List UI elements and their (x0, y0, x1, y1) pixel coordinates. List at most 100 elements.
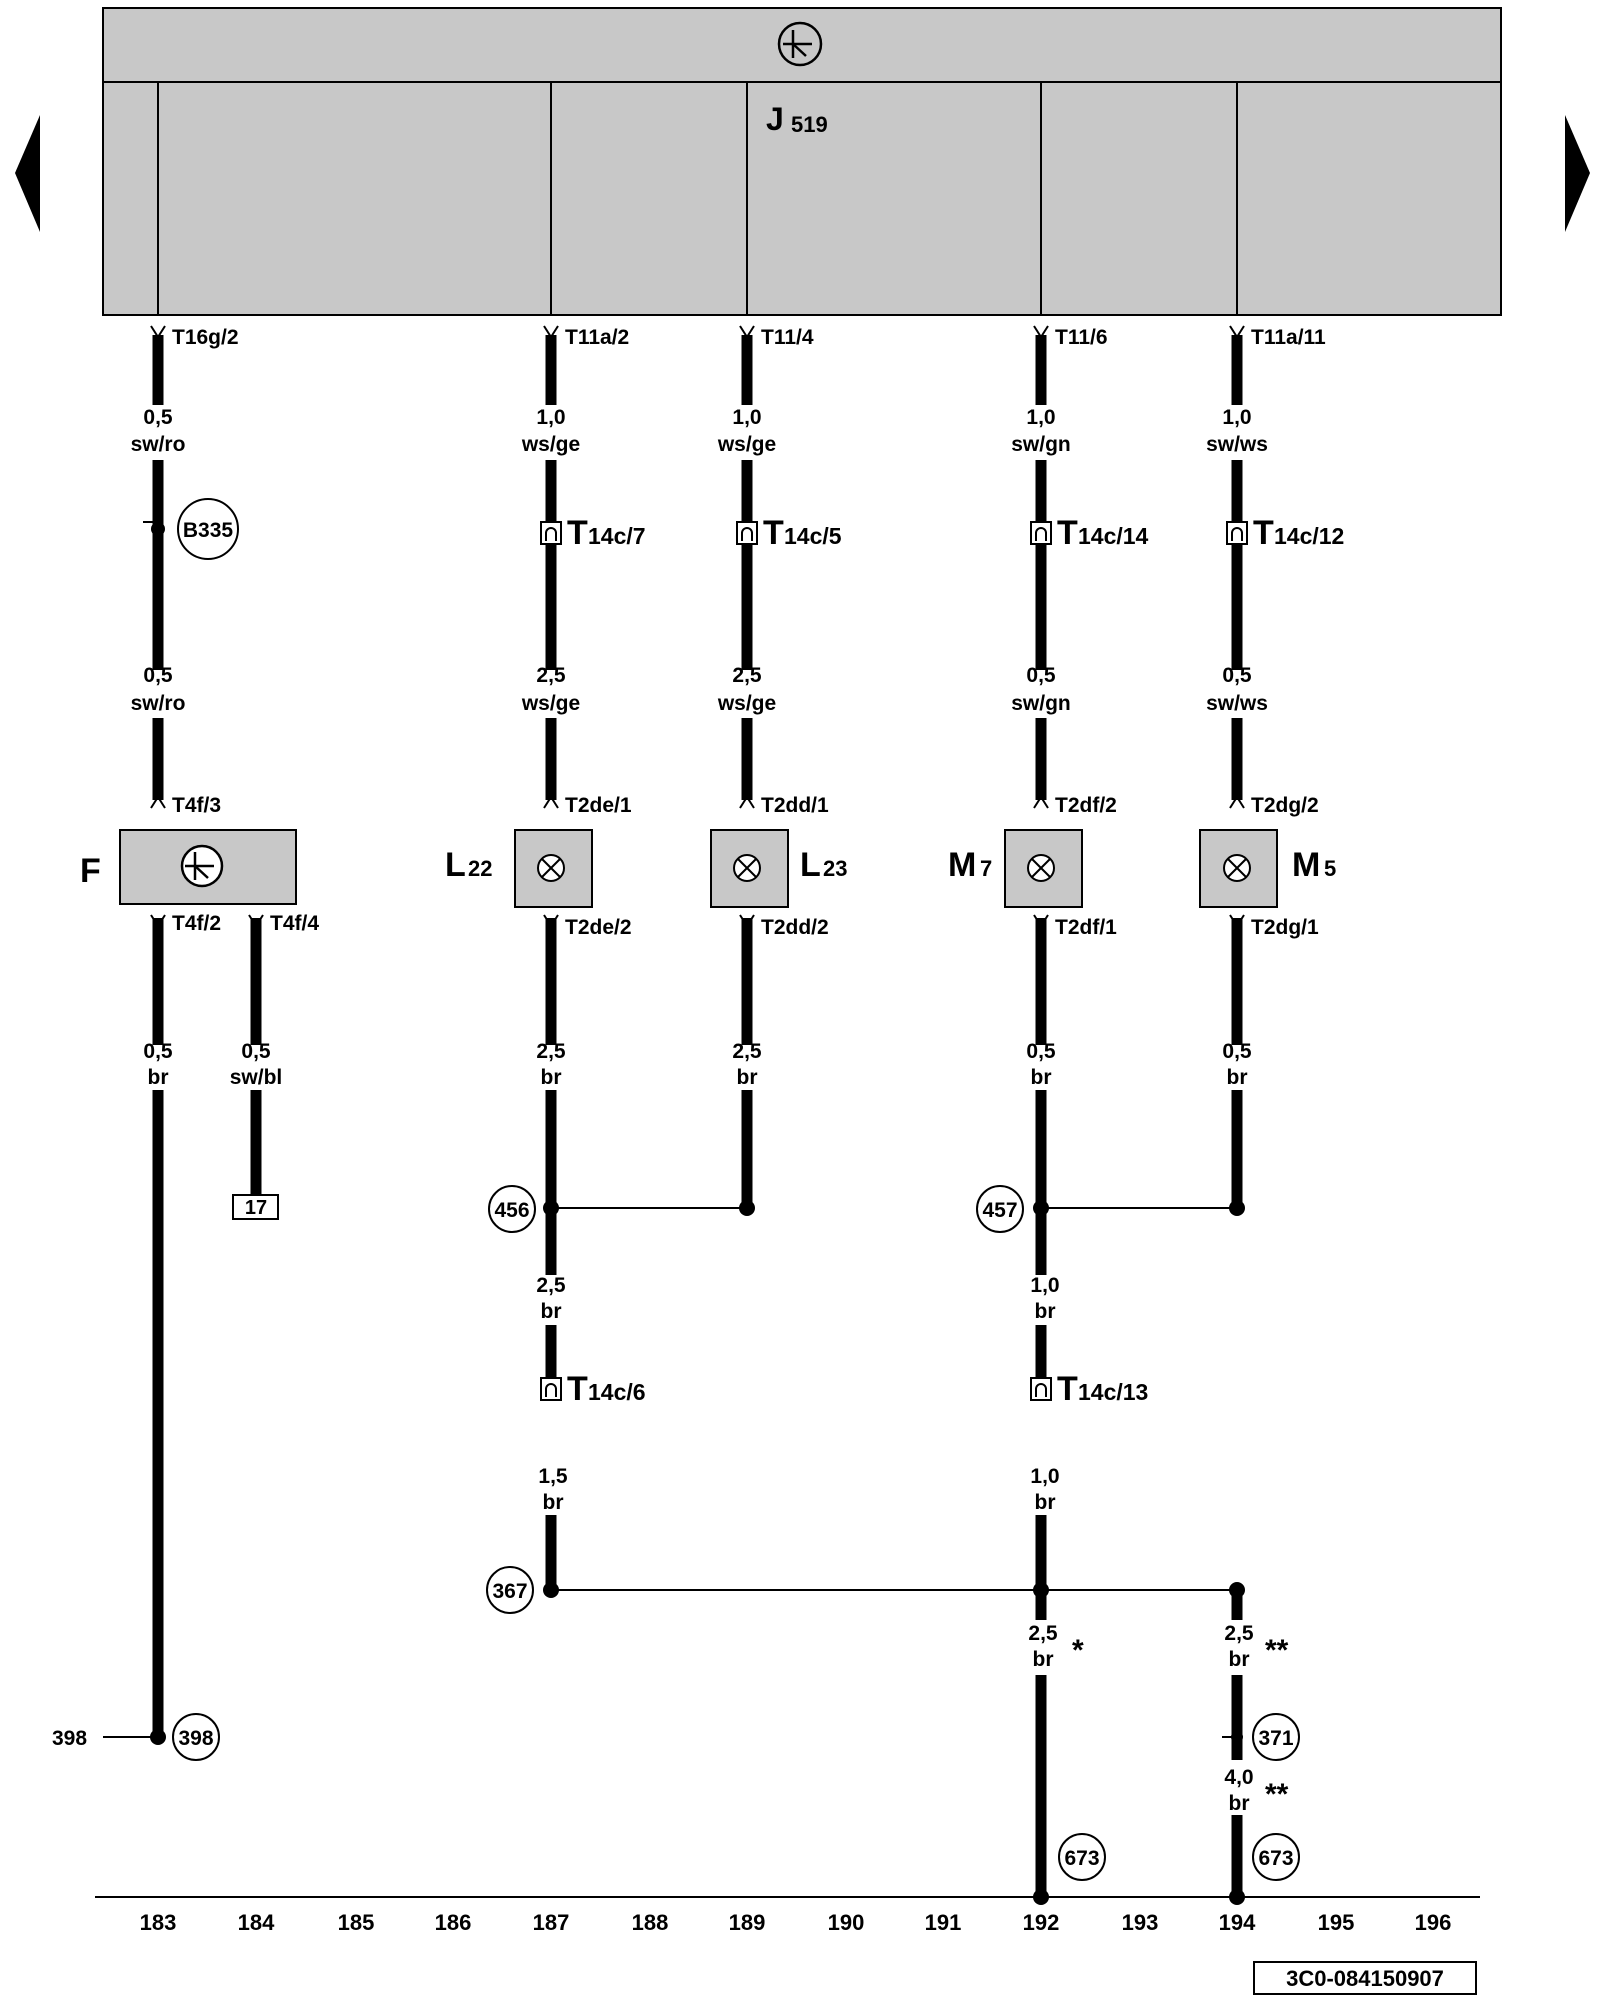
svg-text:17: 17 (245, 1197, 267, 1219)
component-sub: 5 (1324, 856, 1336, 881)
wire-size: 2,5 (732, 1040, 762, 1063)
wire-color: br (1035, 1300, 1056, 1323)
pin-label: T2df/1 (1055, 916, 1117, 939)
wire-size: 0,5 (1222, 1040, 1252, 1063)
wire-color: sw/gn (1011, 692, 1071, 715)
track-number: 195 (1318, 1910, 1355, 1935)
wire-color: br (543, 1491, 564, 1514)
svg-text:B335: B335 (183, 519, 234, 542)
track-number: 191 (925, 1910, 962, 1935)
reference-line-label: 398 (52, 1727, 87, 1750)
wire-size: 2,5 (536, 1274, 566, 1297)
pin-label: T4f/4 (270, 912, 319, 935)
svg-text:398: 398 (178, 1727, 213, 1750)
pin-label: T11a/11 (1251, 326, 1326, 349)
wire-color: ws/ge (521, 433, 580, 456)
plug-label-number: 14c/5 (784, 523, 842, 549)
pin-label: T2de/1 (565, 794, 632, 817)
wire-color: ws/ge (717, 433, 776, 456)
wire-size: 2,5 (732, 664, 762, 687)
wire-color: ws/ge (521, 692, 580, 715)
track-number: 188 (632, 1910, 669, 1935)
track-number: 185 (338, 1910, 375, 1935)
plug-label-t: T (1253, 514, 1274, 552)
track-number: 183 (140, 1910, 177, 1935)
node-456: 456 (488, 1185, 536, 1233)
document-code-box: 3C0-084150907 (1253, 1961, 1477, 1995)
control-unit-label: J (766, 101, 784, 137)
plug-label-number: 14c/12 (1274, 523, 1344, 549)
wire-color: br (148, 1066, 169, 1089)
wire-color: br (1031, 1066, 1052, 1089)
wire-size: 2,5 (536, 1040, 566, 1063)
svg-text:673: 673 (1258, 1847, 1293, 1870)
svg-text:367: 367 (492, 1580, 527, 1603)
pin-label: T4f/3 (172, 794, 221, 817)
wire-color: ws/ge (717, 692, 776, 715)
wire-color: br (1229, 1792, 1250, 1815)
component-label: M (948, 846, 976, 884)
wire-color: br (1229, 1648, 1250, 1671)
wire-size: 0,5 (143, 664, 173, 687)
lamp-icon (1027, 854, 1055, 882)
next-page-arrow-icon[interactable] (1565, 115, 1590, 232)
svg-text:673: 673 (1064, 1847, 1099, 1870)
pin-label: T2de/2 (565, 916, 632, 939)
wire-size: 0,5 (1026, 1040, 1056, 1063)
wire-size: 0,5 (241, 1040, 271, 1063)
wire-size: 1,5 (538, 1465, 568, 1488)
plug-label-t: T (1057, 1370, 1078, 1408)
pin-label: T11a/2 (565, 326, 629, 349)
node-367: 367 (486, 1566, 534, 1614)
component-label: L (445, 846, 466, 884)
pin-label: T2dg/2 (1251, 794, 1319, 817)
node-457: 457 (976, 1185, 1024, 1233)
plug-label-t: T (1057, 514, 1078, 552)
wire-size: 1,0 (1222, 406, 1251, 429)
wire-color: sw/ws (1206, 692, 1268, 715)
wire-size: 0,5 (143, 1040, 173, 1063)
pin-label: T4f/2 (172, 912, 221, 935)
wire-color: sw/ws (1206, 433, 1268, 456)
ground-symbol-icon (777, 21, 823, 67)
track-number: 184 (238, 1910, 275, 1935)
track-number: 192 (1023, 1910, 1060, 1935)
wire-size: 0,5 (1026, 664, 1056, 687)
wire-size: 2,5 (1028, 1622, 1058, 1645)
wire-size: 1,0 (1030, 1274, 1059, 1297)
track-number: 189 (729, 1910, 766, 1935)
footnote-mark: ** (1265, 1634, 1289, 1667)
lamp-icon (537, 854, 565, 882)
wire-color: br (737, 1066, 758, 1089)
wire-color: br (1227, 1066, 1248, 1089)
component-label: F (80, 852, 101, 890)
component-sub: 7 (980, 856, 992, 881)
svg-text:371: 371 (1258, 1727, 1293, 1750)
plug-label-t: T (567, 1370, 588, 1408)
wire-color: sw/bl (230, 1066, 283, 1089)
pin-label: T2dd/1 (761, 794, 829, 817)
node-673: 673 (1058, 1833, 1106, 1881)
svg-text:457: 457 (982, 1199, 1017, 1222)
node-398: 398 (172, 1713, 220, 1761)
component-f-switch: F (80, 829, 297, 905)
pin-label: T2dd/2 (761, 916, 829, 939)
plug-label-number: 14c/14 (1078, 523, 1149, 549)
switch-symbol-icon (180, 844, 224, 888)
reference-box-17[interactable]: 17 (232, 1194, 279, 1220)
wire-size: 1,0 (1026, 406, 1055, 429)
track-number: 187 (533, 1910, 570, 1935)
footnote-mark: ** (1265, 1778, 1289, 1811)
component-label: L (800, 846, 821, 884)
track-number: 190 (828, 1910, 865, 1935)
plug-connector-icons (540, 521, 1248, 1401)
node-673: 673 (1252, 1833, 1300, 1881)
motor-m7: M 7 (948, 829, 1083, 908)
track-number: 196 (1415, 1910, 1452, 1935)
prev-page-arrow-icon[interactable] (15, 115, 40, 232)
plug-label-number: 14c/13 (1078, 1379, 1148, 1405)
wire-size: 1,0 (732, 406, 761, 429)
weld-point-b335: B335 (177, 498, 239, 560)
lamp-icon (1223, 854, 1251, 882)
